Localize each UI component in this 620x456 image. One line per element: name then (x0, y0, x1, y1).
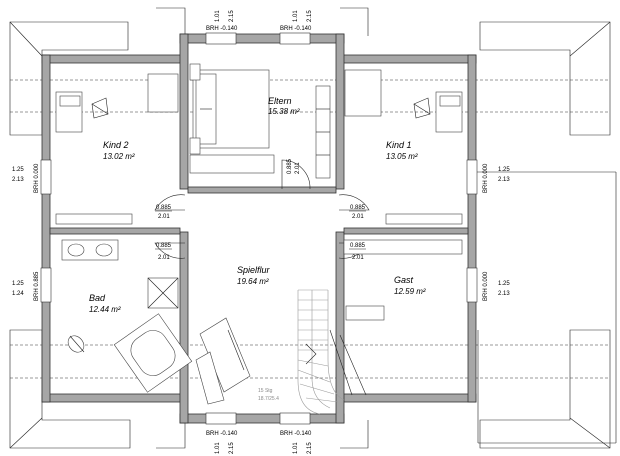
dim-right-lower-213: 2.13 (498, 291, 510, 297)
roof-outline (9, 7, 617, 449)
window-label-left-lower: BRH 0.885 (34, 271, 40, 301)
walls (40, 32, 478, 425)
bed-kind2 (147, 73, 179, 113)
shelf-kind1 (385, 213, 463, 225)
dim-top-left-101: 1.01 (215, 10, 221, 22)
window-label-left-upper: BRH 0.000 (34, 163, 40, 193)
room-name-spielflur: Spielflur (237, 265, 271, 275)
dim-top-right-101: 1.01 (293, 10, 299, 22)
dim-bottom-right-101: 1.01 (293, 442, 299, 454)
door-kind2-201: 2.01 (158, 214, 170, 220)
window-label-bottom-right: BRH -0.140 (280, 431, 312, 437)
door-bad-0885: 0.885 (156, 243, 172, 249)
dim-bottom-right-215: 2.15 (307, 442, 313, 454)
window-label-right-lower: BRH 0.000 (483, 271, 489, 301)
stair-steps: 15 Stg (258, 388, 273, 394)
dim-right-upper-125: 1.25 (498, 167, 510, 173)
door-kind1-201: 2.01 (352, 214, 364, 220)
dim-bottom-left-101: 1.01 (215, 442, 221, 454)
dim-right-lower-125: 1.25 (498, 281, 510, 287)
stair-label: 15 Stg 18.7/25.4 (258, 388, 279, 402)
room-area-bad: 12.44 m² (89, 305, 121, 314)
door-kind1-0885: 0.885 (350, 205, 366, 211)
dim-bottom-left-215: 2.15 (229, 442, 235, 454)
room-area-spielflur: 19.64 m² (237, 277, 269, 286)
dim-left-lower-125: 1.25 (12, 281, 24, 287)
window-label-top-left: BRH -0.140 (206, 26, 238, 32)
bed-kind1 (344, 69, 382, 117)
chair-kind1 (413, 97, 431, 119)
dim-top-right-215: 2.15 (307, 10, 313, 22)
dim-top-left-215: 2.15 (229, 10, 235, 22)
stair-ratio: 18.7/25.4 (258, 396, 279, 402)
dim-left-upper-213: 2.13 (12, 177, 24, 183)
toilet (67, 335, 85, 353)
room-name-kind1: Kind 1 (386, 140, 412, 150)
room-name-eltern: Eltern (268, 96, 292, 106)
window-label-right-upper: BRH 0.000 (483, 163, 489, 193)
door-annotations: 0.885 2.01 0.885 2.01 0.885 2.01 0.885 2… (155, 158, 366, 261)
window-annotations: BRH -0.140 BRH -0.140 BRH -0.140 BRH -0.… (12, 10, 510, 454)
desk-gast (345, 305, 385, 321)
shelf-kind2 (55, 213, 133, 225)
room-area-eltern: 15.38 m² (268, 107, 300, 116)
room-name-bad: Bad (89, 293, 106, 303)
door-kind2-0885: 0.885 (156, 205, 172, 211)
room-area-kind2: 13.02 m² (103, 152, 135, 161)
staircase (297, 289, 345, 415)
room-name-gast: Gast (394, 275, 414, 285)
door-gast-0885: 0.885 (350, 243, 366, 249)
furniture (55, 63, 463, 405)
door-bad-201: 2.01 (158, 255, 170, 261)
door-eltern-201: 2.01 (295, 162, 301, 174)
wardrobe-gast (343, 239, 463, 255)
door-eltern-0885: 0.885 (287, 158, 293, 174)
room-area-gast: 12.59 m² (394, 287, 426, 296)
dim-right-upper-213: 2.13 (498, 177, 510, 183)
room-labels: Eltern 15.38 m² Kind 2 13.02 m² Kind 1 1… (89, 96, 426, 314)
dim-left-upper-125: 1.25 (12, 167, 24, 173)
dim-left-lower-124: 1.24 (12, 291, 24, 297)
room-area-kind1: 13.05 m² (386, 152, 418, 161)
door-gast-201: 2.01 (352, 255, 364, 261)
chair-kind2 (91, 97, 109, 119)
room-name-kind2: Kind 2 (103, 140, 129, 150)
gast-slope (339, 334, 367, 396)
window-label-bottom-left: BRH -0.140 (206, 431, 238, 437)
window-label-top-right: BRH -0.140 (280, 26, 312, 32)
